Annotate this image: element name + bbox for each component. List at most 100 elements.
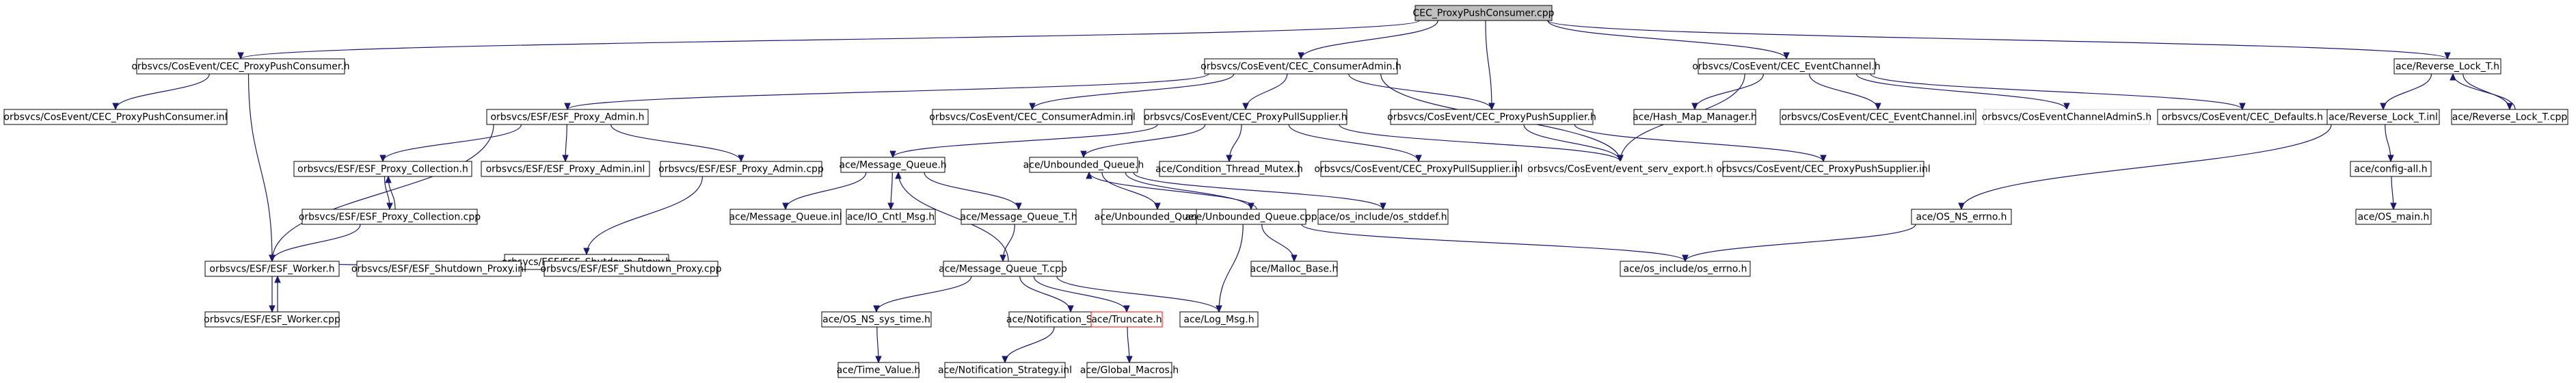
node-oserrno[interactable]: ace/os_include/os_errno.h	[1620, 261, 1751, 277]
edge-config-h-to-osmain	[2390, 176, 2397, 211]
node-label: orbsvcs/CosEventChannelAdminS.h	[1982, 112, 2152, 123]
node-rlt-cpp[interactable]: ace/Reverse_Lock_T.cpp	[2451, 109, 2568, 125]
edge-root-to-ec-h	[1547, 20, 1790, 60]
node-uq-inl[interactable]: ace/Unbounded_Queue.inl	[1095, 209, 1220, 225]
node-ca-inl[interactable]: orbsvcs/CosEvent/CEC_ConsumerAdmin.inl	[929, 109, 1136, 125]
node-iocntl[interactable]: ace/IO_Cntl_Msg.h	[846, 209, 936, 225]
node-label: orbsvcs/CosEvent/CEC_EventChannel.inl	[1781, 112, 1974, 123]
edge-nstime-to-tv	[875, 326, 882, 364]
node-box	[932, 109, 1133, 125]
node-label: orbsvcs/ESF/ESF_Proxy_Admin.inl	[486, 164, 645, 175]
node-label: orbsvcs/ESF/ESF_Proxy_Admin.cpp	[658, 164, 824, 175]
node-esf-pa-inl[interactable]: orbsvcs/ESF/ESF_Proxy_Admin.inl	[481, 161, 650, 177]
node-esx-h[interactable]: orbsvcs/CosEvent/event_serv_export.h	[1527, 161, 1713, 177]
node-ns-inl[interactable]: ace/Notification_Strategy.inl	[938, 362, 1072, 378]
node-esf-sp-inl[interactable]: orbsvcs/ESF/ESF_Shutdown_Proxy.inl	[351, 261, 526, 277]
node-box	[1086, 362, 1172, 378]
node-pushs-inl[interactable]: orbsvcs/CosEvent/CEC_ProxyPushSupplier.i…	[1716, 161, 1931, 177]
edge-pushs-h-to-pushs-inl	[1574, 124, 1827, 163]
node-mqt-h[interactable]: ace/Message_Queue_T.h	[960, 209, 1077, 225]
edge-uq-h-to-uq-inl	[1101, 172, 1161, 211]
node-osmain[interactable]: ace/OS_main.h	[2355, 209, 2432, 225]
node-label: orbsvcs/CosEvent/CEC_ProxyPullSupplier.i…	[1314, 164, 1522, 175]
node-pps-h[interactable]: orbsvcs/CosEvent/CEC_ProxyPullSupplier.h	[1144, 109, 1347, 125]
node-label: ace/Malloc_Base.h	[1250, 264, 1339, 275]
node-rlt-inl[interactable]: ace/Reverse_Lock_T.inl	[2326, 109, 2440, 125]
node-label: orbsvcs/CosEvent/CEC_EventChannel.h	[1692, 62, 1880, 72]
node-ca-h[interactable]: orbsvcs/CosEvent/CEC_ConsumerAdmin.h	[1200, 58, 1401, 75]
node-label: orbsvcs/CosEvent/CEC_ProxyPushSupplier.h	[1387, 112, 1596, 123]
node-uq-h[interactable]: ace/Unbounded_Queue.h	[1023, 157, 1144, 173]
node-hmm-h[interactable]: ace/Hash_Map_Manager.h	[1633, 109, 1757, 125]
node-label: ace/Truncate.h	[1091, 315, 1162, 326]
node-config-h[interactable]: ace/config-all.h	[2350, 161, 2432, 177]
node-box	[2355, 209, 2432, 225]
edge-pps-h-to-ctm-h	[1226, 124, 1242, 163]
node-pps-inl[interactable]: orbsvcs/CosEvent/CEC_ProxyPullSupplier.i…	[1314, 161, 1523, 177]
node-trunc[interactable]: ace/Truncate.h	[1090, 311, 1163, 328]
node-logmsg[interactable]: ace/Log_Msg.h	[1179, 311, 1259, 328]
node-esf-sp-cpp[interactable]: orbsvcs/ESF/ESF_Shutdown_Proxy.cpp	[541, 261, 722, 277]
edge-rlt-cpp-to-rlt-h	[2450, 72, 2516, 110]
node-box	[1029, 157, 1138, 173]
node-ecadmin[interactable]: orbsvcs/CosEventChannelAdminS.h	[1982, 109, 2152, 125]
node-pushs-h[interactable]: orbsvcs/CosEvent/CEC_ProxyPushSupplier.h	[1387, 109, 1596, 125]
node-ec-inl[interactable]: orbsvcs/CosEvent/CEC_EventChannel.inl	[1780, 109, 1976, 125]
node-box	[837, 362, 920, 378]
node-label: ace/Message_Queue.h	[839, 160, 946, 171]
node-esf-w-cpp[interactable]: orbsvcs/ESF/ESF_Worker.cpp	[204, 311, 340, 328]
node-label: ace/IO_Cntl_Msg.h	[847, 212, 935, 223]
node-label: ace/Unbounded_Queue.inl	[1095, 212, 1220, 223]
node-mq-h[interactable]: ace/Message_Queue.h	[839, 157, 947, 173]
node-malloc[interactable]: ace/Malloc_Base.h	[1250, 261, 1339, 277]
node-label: ace/Notification_Strategy.inl	[938, 365, 1072, 376]
node-esf-pa-cpp[interactable]: orbsvcs/ESF/ESF_Proxy_Admin.cpp	[658, 161, 824, 177]
node-label: ace/Global_Macros.h	[1080, 365, 1179, 376]
edge-ca-h-to-ca-inl	[1029, 73, 1235, 111]
node-box	[1144, 109, 1347, 125]
node-tv[interactable]: ace/Time_Value.h	[837, 362, 921, 378]
edge-uq-cpp-to-uq-h	[1086, 171, 1257, 210]
edge-esf-pa-h-to-esf-pa-cpp	[610, 124, 744, 163]
node-box	[961, 209, 1077, 225]
node-esf-pa-h[interactable]: orbsvcs/ESF/ESF_Proxy_Admin.h	[486, 109, 649, 125]
node-mqt-cpp[interactable]: ace/Message_Queue_T.cpp	[939, 261, 1067, 277]
node-label: ace/os_include/os_stddef.h	[1319, 212, 1447, 223]
node-label: orbsvcs/ESF/ESF_Worker.h	[209, 264, 334, 275]
edge-root-to-rlt-h	[1547, 20, 2451, 60]
edge-uq-cpp-to-logmsg	[1216, 224, 1244, 313]
edge-rlt-h-to-rlt-cpp	[2463, 73, 2513, 111]
node-label: orbsvcs/CosEvent/CEC_ProxyPushSupplier.i…	[1716, 164, 1930, 175]
node-esf-w-h[interactable]: orbsvcs/ESF/ESF_Worker.h	[204, 261, 340, 277]
node-box	[1250, 261, 1338, 277]
node-box	[1414, 5, 1553, 21]
node-box	[821, 311, 932, 328]
node-box	[660, 161, 822, 177]
edge-root-to-pushs-h	[1485, 20, 1495, 111]
node-esf-pc-h[interactable]: orbsvcs/ESF/ESF_Proxy_Collection.h	[293, 161, 472, 177]
edge-ec-h-to-hmm-h	[1691, 73, 1765, 111]
node-gm[interactable]: ace/Global_Macros.h	[1080, 362, 1179, 378]
node-uq-cpp[interactable]: ace/Unbounded_Queue.cpp	[1185, 209, 1317, 225]
node-stddef[interactable]: ace/os_include/os_stddef.h	[1317, 209, 1449, 225]
node-mq-inl[interactable]: ace/Message_Queue.inl	[729, 209, 842, 225]
node-root[interactable]: CEC_ProxyPushConsumer.cpp	[1412, 5, 1555, 21]
node-nstime[interactable]: ace/OS_NS_sys_time.h	[821, 311, 932, 328]
node-defaults[interactable]: orbsvcs/CosEvent/CEC_Defaults.h	[2157, 109, 2328, 125]
node-label: ace/Message_Queue.inl	[729, 212, 842, 223]
node-label: ace/Reverse_Lock_T.cpp	[2452, 112, 2568, 123]
edge-root-to-ca-h	[1298, 20, 1438, 60]
node-ppc-h[interactable]: orbsvcs/CosEvent/CEC_ProxyPushConsumer.h	[131, 58, 350, 75]
node-ctm-h[interactable]: ace/Condition_Thread_Mutex.h	[1155, 161, 1303, 177]
node-box	[1390, 109, 1594, 125]
node-box	[840, 157, 945, 173]
node-label: ace/Time_Value.h	[837, 365, 921, 376]
node-label: ace/Reverse_Lock_T.h	[2396, 62, 2499, 72]
node-nserrno[interactable]: ace/OS_NS_errno.h	[1911, 209, 2012, 225]
node-rlt-h[interactable]: ace/Reverse_Lock_T.h	[2393, 58, 2501, 75]
node-ppc-inl[interactable]: orbsvcs/CosEvent/CEC_ProxyPushConsumer.i…	[3, 109, 228, 125]
node-ec-h[interactable]: orbsvcs/CosEvent/CEC_EventChannel.h	[1692, 58, 1881, 75]
node-label: orbsvcs/CosEvent/event_serv_export.h	[1527, 164, 1713, 175]
node-esf-pc-cpp[interactable]: orbsvcs/ESF/ESF_Proxy_Collection.cpp	[299, 209, 481, 225]
node-label: ace/Hash_Map_Manager.h	[1633, 112, 1757, 123]
